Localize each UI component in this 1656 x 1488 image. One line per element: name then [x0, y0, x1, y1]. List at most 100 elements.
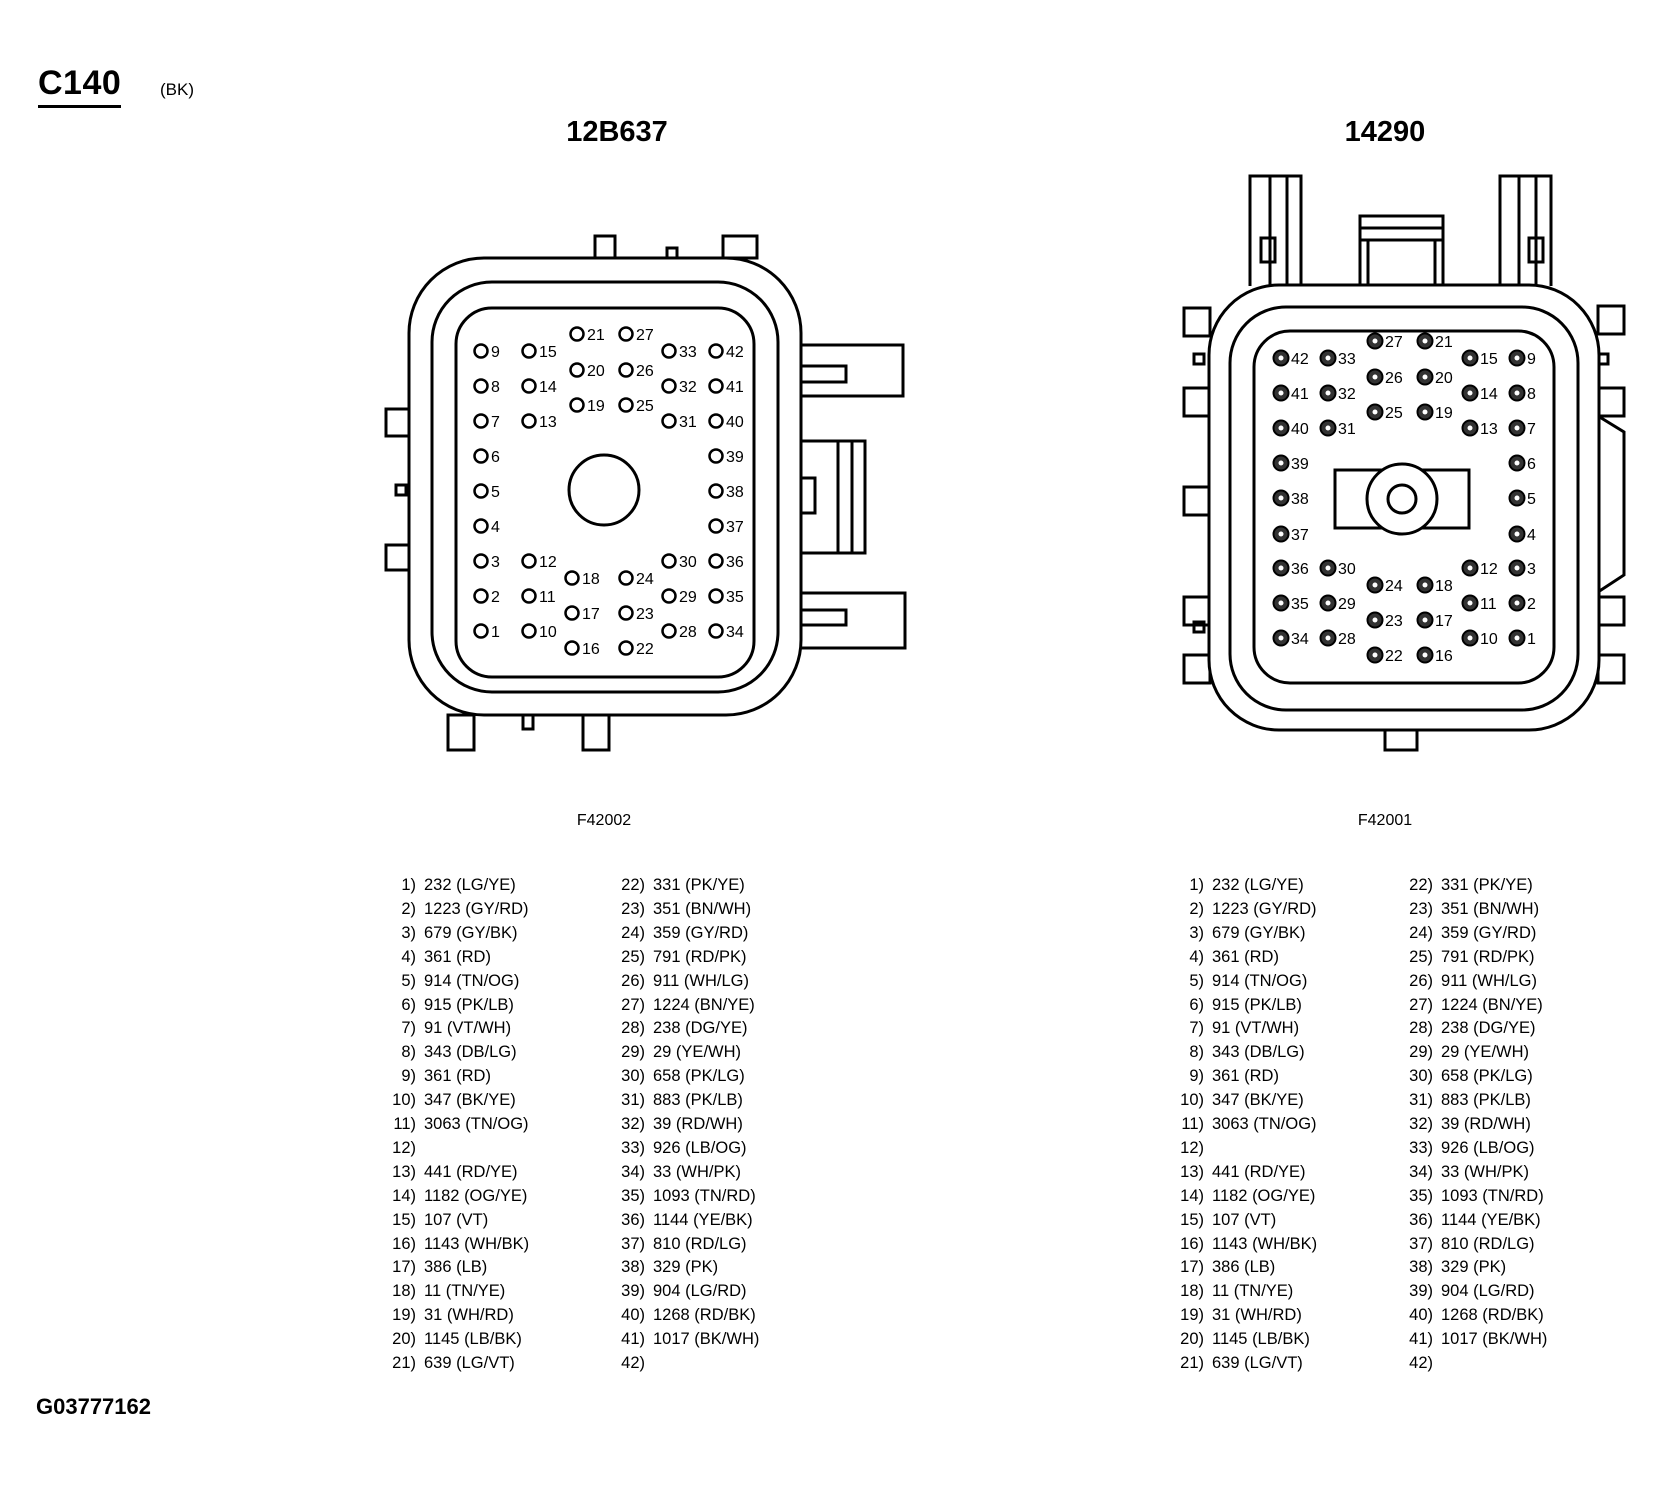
wire-pin-number: 3) — [401, 923, 416, 942]
wire-pin-number: 16) — [1180, 1234, 1204, 1253]
connector-a-pin-31: 31 — [661, 413, 697, 431]
connector-b-pin-number: 19 — [1435, 405, 1453, 422]
wire-pin-number: 30) — [1409, 1067, 1433, 1086]
connector-a-pin-number: 27 — [636, 327, 654, 344]
wire-circuit-color: 1017 (BK/WH) — [1441, 1330, 1548, 1349]
connector-a-part-number: 12B637 — [566, 116, 668, 148]
connector-a-pin-41: 41 — [708, 378, 744, 396]
connector-b-pin-contact — [1422, 617, 1428, 623]
wire-circuit-color: 33 (WH/PK) — [653, 1162, 742, 1181]
wire-pin-number: 26) — [621, 971, 645, 990]
wire-pin-number: 21) — [392, 1354, 416, 1372]
connector-b-pin-contact — [1467, 355, 1473, 361]
wire-circuit-color: 31 (WH/RD) — [424, 1306, 514, 1325]
wire-circuit-color: 1268 (RD/BK) — [653, 1306, 756, 1325]
wire-pin-number: 17) — [392, 1258, 416, 1277]
connector-b-pin-contact — [1325, 635, 1331, 641]
connector-b-pin-contact — [1422, 409, 1428, 415]
connector-a-pin-socket — [473, 448, 489, 464]
connector-b-pin-contact — [1372, 582, 1378, 588]
connector-b-pin-number: 18 — [1435, 578, 1453, 595]
connector-b-pin-contact — [1278, 635, 1284, 641]
connector-a-pin-33: 33 — [661, 343, 697, 361]
wire-pin-number: 34) — [621, 1162, 645, 1181]
wire-pin-number: 21) — [1180, 1354, 1204, 1372]
connector-b-pin-number: 16 — [1435, 648, 1453, 665]
wire-circuit-color: 1268 (RD/BK) — [1441, 1306, 1544, 1325]
connector-a-pin-number: 37 — [726, 519, 744, 536]
connector-a-pin-number: 38 — [726, 484, 744, 501]
connector-b-pin-28: 28 — [1319, 629, 1356, 648]
wire-circuit-color: 791 (RD/PK) — [653, 947, 747, 966]
wire-pin-number: 37) — [1409, 1234, 1433, 1253]
connector-b-pin-contact — [1467, 390, 1473, 396]
connector-b-pin-number: 37 — [1291, 527, 1309, 544]
connector-a-pin-socket — [473, 413, 489, 429]
connector-a-pin-socket — [708, 483, 724, 499]
wire-circuit-color: 347 (BK/YE) — [1212, 1091, 1304, 1110]
wire-pin-number: 14) — [392, 1186, 416, 1205]
connector-a-pin-number: 8 — [491, 379, 500, 396]
connector-a-pin-number: 3 — [491, 554, 500, 571]
connector-a-pin-27: 27 — [618, 326, 654, 344]
connector-b-pin-26: 26 — [1366, 368, 1403, 387]
wire-circuit-color: 810 (RD/LG) — [653, 1234, 747, 1253]
connector-a-pin-21: 21 — [569, 326, 605, 344]
connector-a-pin-8: 8 — [473, 378, 500, 396]
connector-a-pin-29: 29 — [661, 588, 697, 606]
connector-b-pin-5: 5 — [1508, 489, 1536, 508]
wire-pin-number: 31) — [621, 1091, 645, 1110]
connector-b-pin-number: 1 — [1527, 631, 1536, 648]
wire-circuit-color: 232 (LG/YE) — [424, 876, 516, 894]
connector-a-pin-4: 4 — [473, 518, 500, 536]
connector-a-pin-socket — [708, 343, 724, 359]
connector-a-pin-number: 16 — [582, 641, 600, 658]
wire-pin-number: 5) — [401, 971, 416, 990]
wire-circuit-color: 29 (YE/WH) — [1441, 1043, 1530, 1062]
wire-pin-number: 13) — [1180, 1162, 1204, 1181]
connector-a-pin-14: 14 — [521, 378, 557, 396]
wire-pin-number: 29) — [621, 1043, 645, 1062]
wire-circuit-color: 911 (WH/LG) — [653, 971, 749, 990]
connector-b-pin-contact — [1278, 600, 1284, 606]
connector-b-pin-number: 33 — [1338, 351, 1356, 368]
connector-b-pin-number: 15 — [1480, 351, 1498, 368]
connector-b-pin-contact — [1278, 531, 1284, 537]
wire-pin-number: 11) — [1181, 1115, 1204, 1133]
connector-b-pin-21: 21 — [1416, 332, 1453, 351]
connector-b-pin-number: 6 — [1527, 456, 1536, 473]
connector-a-pin-number: 4 — [491, 519, 500, 536]
wire-pin-number: 29) — [1409, 1043, 1433, 1062]
connector-b-pin-37: 37 — [1272, 525, 1309, 544]
wire-pin-number: 39) — [1409, 1282, 1433, 1301]
connector-a-pin-socket — [569, 397, 585, 413]
wire-pin-number: 42) — [621, 1354, 645, 1372]
wire-circuit-color: 1143 (WH/BK) — [1212, 1234, 1318, 1253]
connector-a-pin-22: 22 — [618, 640, 654, 658]
connector-a-pin-number: 17 — [582, 606, 600, 623]
wire-circuit-color: 347 (BK/YE) — [424, 1091, 516, 1110]
wire-pin-number: 33) — [1409, 1138, 1433, 1157]
wire-circuit-color: 441 (RD/YE) — [1212, 1162, 1306, 1181]
wire-circuit-color: 361 (RD) — [1212, 1067, 1279, 1086]
wire-pin-number: 22) — [1409, 876, 1433, 894]
connector-a-pin-socket — [661, 413, 677, 429]
connector-a-pin-number: 40 — [726, 414, 744, 431]
wire-pin-number: 34) — [1409, 1162, 1433, 1181]
wire-pin-number: 37) — [621, 1234, 645, 1253]
wire-pin-number: 40) — [621, 1306, 645, 1325]
connector-b-pin-number: 42 — [1291, 351, 1309, 368]
connector-b-pin-16: 16 — [1416, 646, 1453, 665]
connector-a-pin-15: 15 — [521, 343, 557, 361]
wire-circuit-color: 904 (LG/RD) — [653, 1282, 747, 1301]
wire-pin-number: 32) — [1409, 1115, 1433, 1133]
wire-pin-number: 1) — [1189, 876, 1204, 894]
connector-a-pin-6: 6 — [473, 448, 500, 466]
wire-pin-number: 16) — [392, 1234, 416, 1253]
connector-b-pin-contact — [1278, 495, 1284, 501]
connector-a-pin-number: 25 — [636, 398, 654, 415]
wire-pin-number: 9) — [401, 1067, 416, 1086]
wire-pin-number: 19) — [1180, 1306, 1204, 1325]
wire-pin-number: 8) — [1189, 1043, 1204, 1062]
connector-a-pin-32: 32 — [661, 378, 697, 396]
